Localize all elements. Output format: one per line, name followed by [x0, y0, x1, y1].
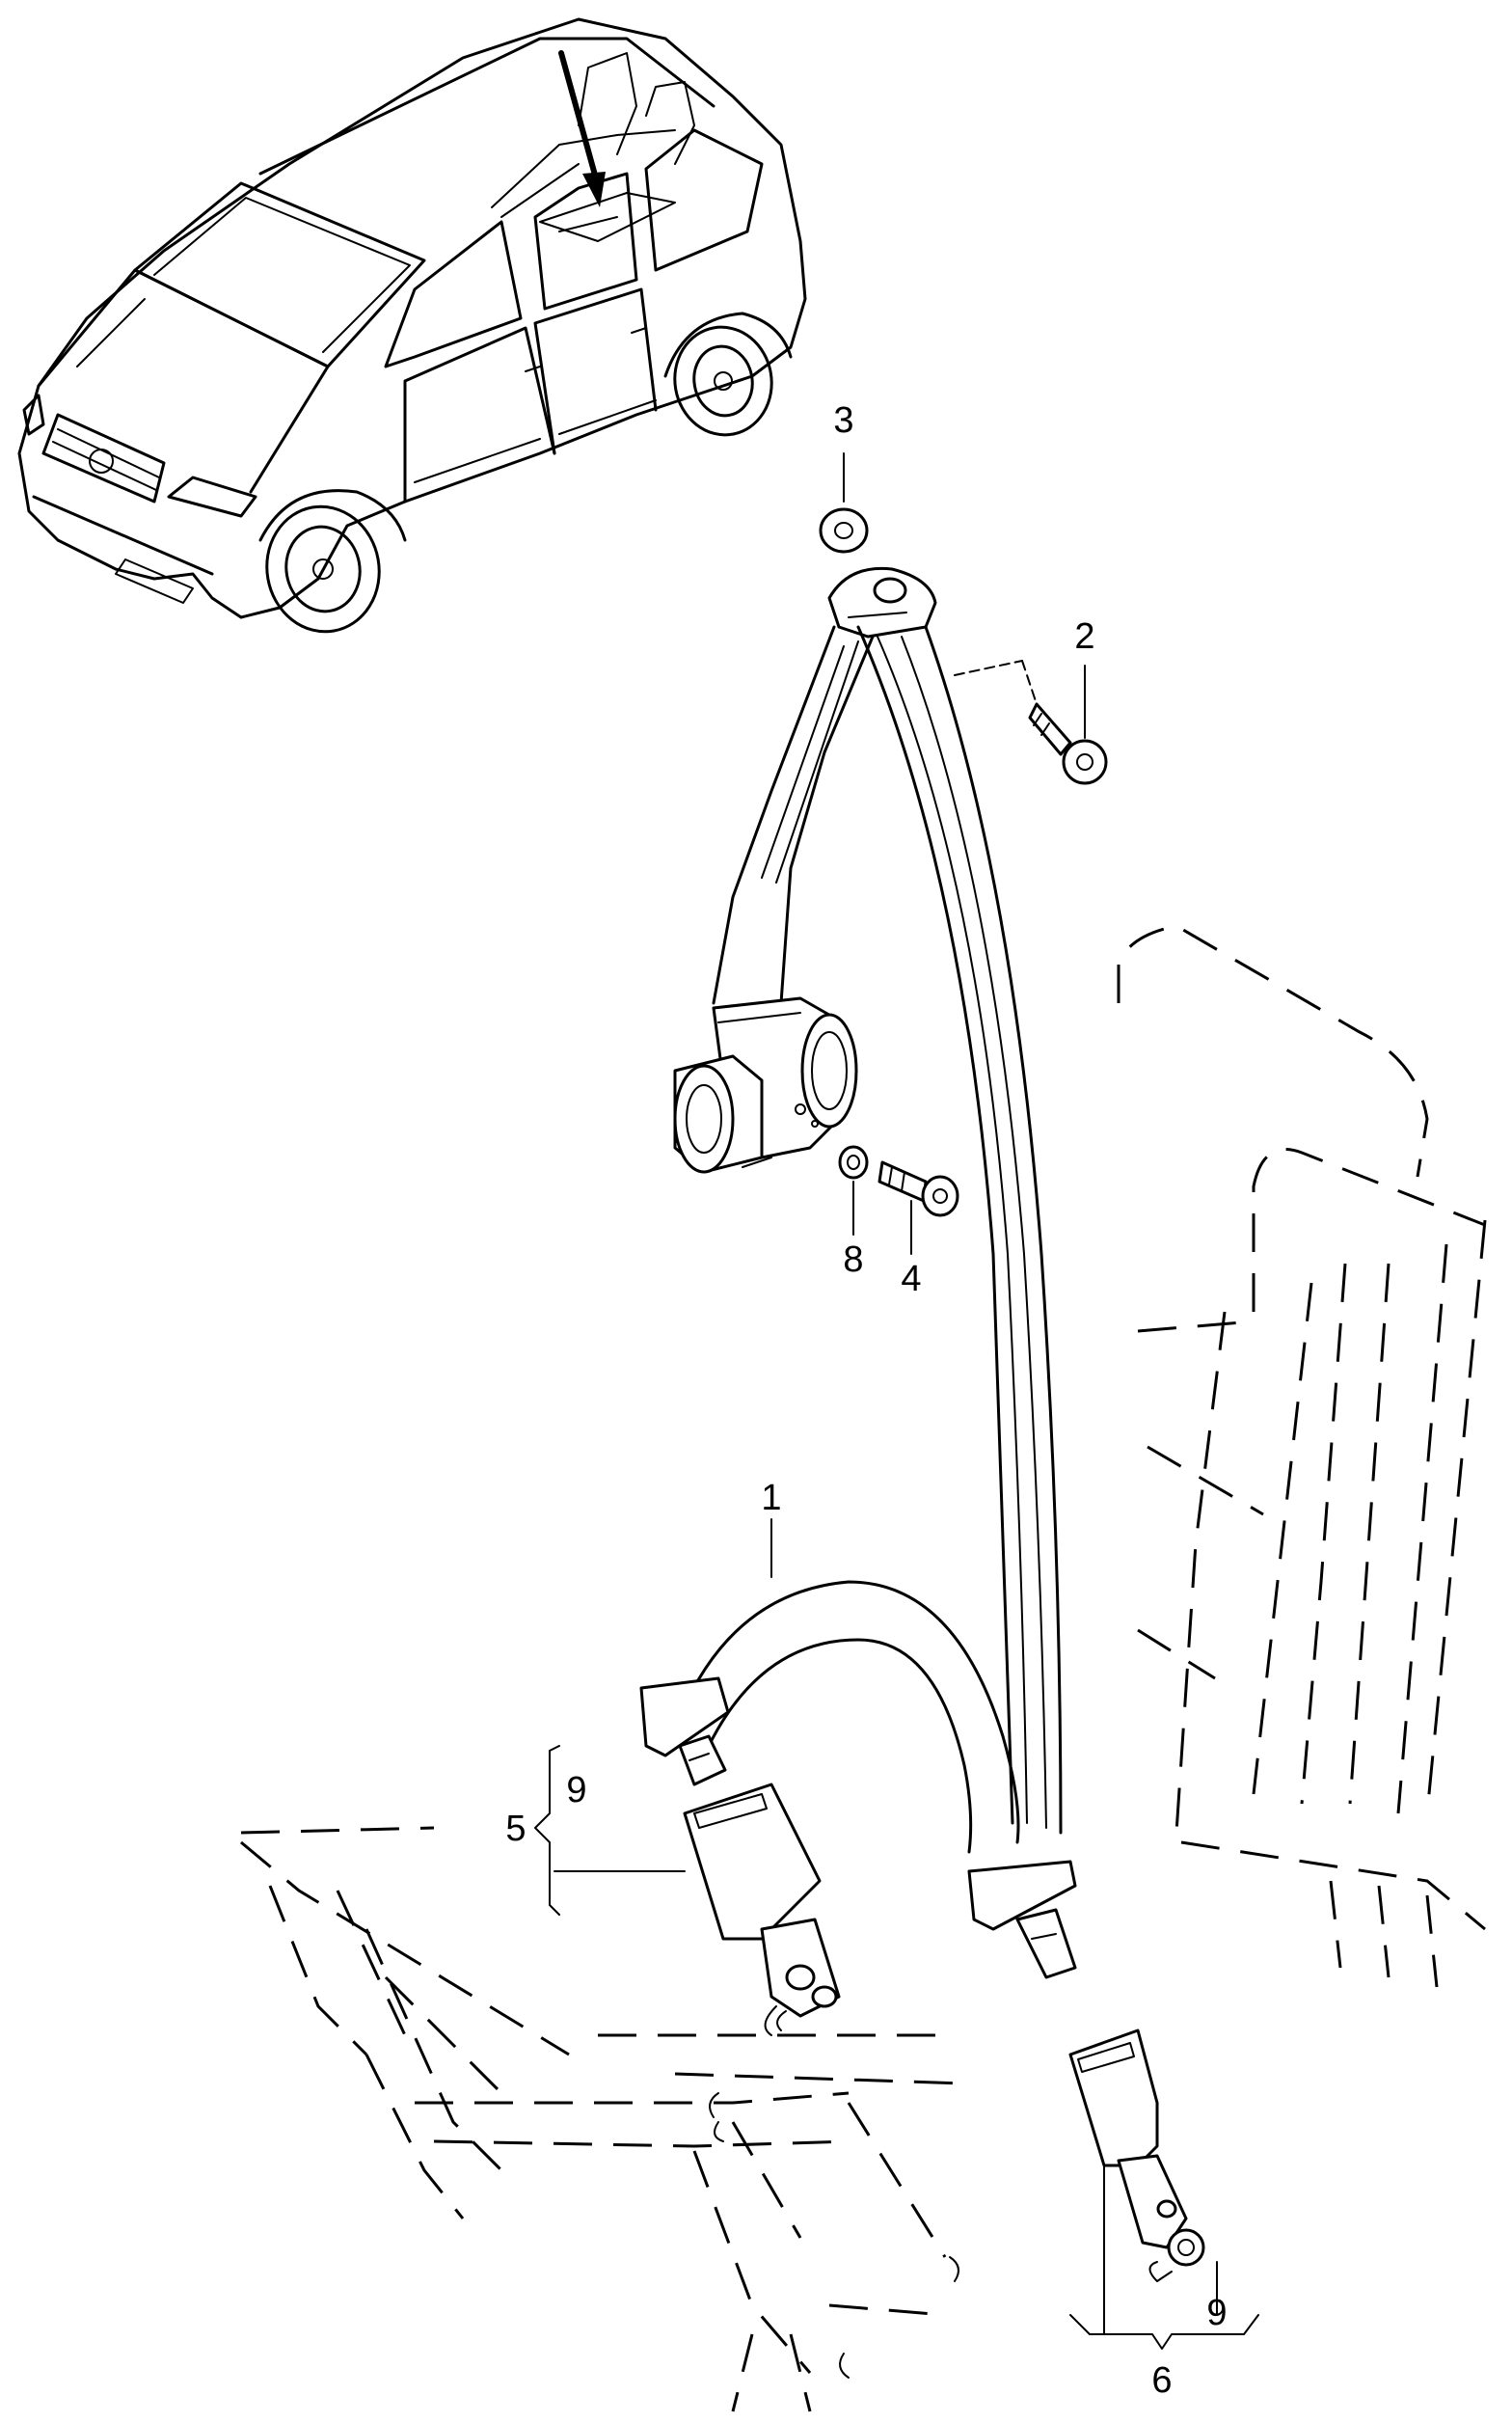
callout-3: 3: [833, 400, 853, 441]
bolt-icon: [1028, 702, 1108, 785]
callout-labels: 3 2 8 4 1 5 9 9 6: [505, 400, 1227, 2401]
callout-6: 6: [1151, 2360, 1172, 2401]
retractor-icon: [673, 996, 858, 1174]
seat-belt-icon: [639, 566, 1077, 1979]
seat-outline: [1117, 924, 1487, 1988]
car-overview-icon: [17, 17, 807, 634]
floor-frame-outline: [240, 1826, 965, 2412]
callout-8: 8: [843, 1239, 863, 1280]
callout-1: 1: [761, 1478, 781, 1518]
location-arrow-icon: [558, 50, 606, 207]
washer-icon: [838, 1145, 869, 1180]
bolt-icon: [878, 1160, 959, 1217]
callout-2: 2: [1074, 616, 1094, 657]
buckle-icon: [683, 1783, 841, 2036]
callout-9-upper: 9: [566, 1770, 586, 1810]
buckle-icon: [1068, 2028, 1205, 2282]
washer-icon: [819, 507, 869, 554]
callout-5: 5: [505, 1809, 526, 1849]
callout-4: 4: [901, 1259, 921, 1299]
leader-lines: [534, 452, 1259, 2350]
callout-9-lower: 9: [1206, 2293, 1227, 2333]
